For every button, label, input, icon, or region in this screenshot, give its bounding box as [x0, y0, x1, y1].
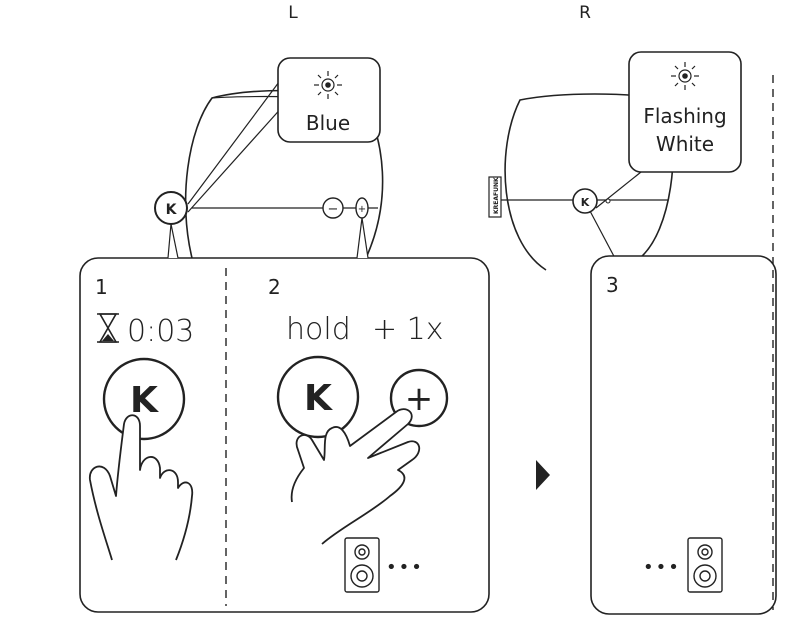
step-1-duration: 0:03 [127, 314, 194, 349]
svg-text:K: K [581, 196, 590, 209]
step-2-hold: hold [286, 312, 351, 347]
light-icon [671, 62, 699, 90]
continuation-dots: ••• [643, 557, 681, 578]
right-speaker-label: R [579, 3, 591, 23]
speaker-brand-label: KREAFUNK [493, 177, 500, 214]
light-icon [314, 71, 342, 99]
svg-text:K: K [130, 380, 159, 421]
step-1: 1 0:03 K [89, 275, 194, 561]
step-number: 3 [606, 273, 619, 297]
svg-text:K: K [304, 378, 333, 419]
step-number: 2 [268, 275, 281, 299]
speaker-icon [687, 537, 723, 593]
right-light-color-line1: Flashing [643, 104, 726, 128]
left-light-callout: Blue [277, 57, 381, 143]
k-button: K [102, 357, 186, 441]
left-plus-button: + [355, 197, 369, 219]
step-3: 3 ••• [606, 273, 723, 593]
arrow-right-icon [536, 460, 550, 490]
svg-text:+: + [358, 204, 366, 215]
step-number: 1 [95, 275, 108, 299]
svg-text:K: K [166, 202, 178, 218]
continuation-dots: ••• [386, 557, 424, 578]
hand-icon [290, 408, 421, 545]
right-light-color-line2: White [656, 132, 714, 156]
hand-icon [89, 414, 194, 561]
k-button: K [276, 355, 360, 439]
left-light-color: Blue [306, 111, 350, 135]
right-k-button: K [572, 188, 598, 214]
step-2-press: + 1x [372, 312, 444, 347]
left-minus-button: − [322, 197, 344, 219]
left-k-button: K [154, 191, 188, 225]
speaker-icon [344, 537, 380, 593]
step-2: 2 hold + 1x K + ••• [268, 275, 449, 593]
hourglass-icon [97, 313, 119, 343]
right-light-callout: Flashing White [628, 51, 742, 173]
left-speaker-label: L [288, 3, 298, 23]
svg-text:−: − [328, 202, 339, 217]
steps-panel-right [590, 255, 777, 615]
